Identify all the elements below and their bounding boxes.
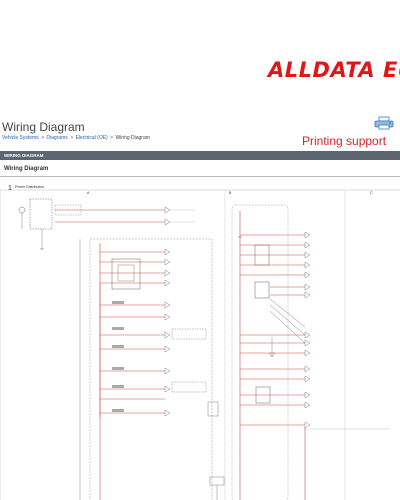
- column-b-label: B: [229, 191, 232, 195]
- junction-block-a: [89, 238, 213, 500]
- fuse-markers-a: [112, 301, 124, 412]
- connector-symbols-b: [304, 231, 311, 429]
- diagram-subtitle: Power Distribution: [15, 185, 44, 189]
- battery-symbol-icon: [18, 206, 26, 214]
- junction-block-b: [231, 204, 289, 500]
- connector-arrow-icon: [164, 206, 171, 214]
- relay-box: [111, 258, 141, 290]
- breadcrumb-separator: >: [70, 135, 74, 141]
- breadcrumb-current: Wiring Diagram: [115, 135, 150, 141]
- fuse-box-module: [29, 198, 53, 230]
- ground-connector: [207, 401, 219, 417]
- relay-box-b2: [254, 281, 270, 299]
- alldata-eu-logo: ALLDATA EU: [268, 58, 400, 82]
- breadcrumb: Vehicle Systems > Diagrams > Electrical …: [2, 135, 150, 141]
- diagram-page-number: 1: [8, 185, 12, 192]
- connector-symbols-a: [164, 248, 207, 417]
- branch-circuits-b: [240, 234, 305, 426]
- breadcrumb-diagrams[interactable]: Diagrams: [46, 135, 68, 141]
- breadcrumb-vehicle-systems[interactable]: Vehicle Systems: [2, 135, 39, 141]
- breadcrumb-electrical[interactable]: Electrical (OE): [75, 135, 108, 141]
- section-title: Wiring Diagram: [4, 166, 49, 172]
- printer-icon[interactable]: [373, 116, 395, 130]
- connector-arrow-icon: [164, 218, 171, 226]
- wiring-diagram-canvas[interactable]: 1 Power Distribution A B C: [0, 176, 400, 500]
- column-c-label: C: [370, 191, 373, 195]
- breadcrumb-separator: >: [110, 135, 114, 141]
- printing-support-link[interactable]: Printing support: [302, 134, 387, 148]
- diagonal-wires: [269, 298, 306, 344]
- wiring-diagram-svg: 1 Power Distribution A B C: [0, 185, 400, 500]
- breadcrumb-separator: >: [41, 135, 44, 141]
- page-title: Wiring Diagram: [2, 120, 85, 134]
- column-a-label: A: [87, 191, 90, 195]
- branch-circuits-a: [100, 251, 165, 414]
- wiring-diagram-header-bar: WIRING DIAGRAM: [0, 151, 400, 160]
